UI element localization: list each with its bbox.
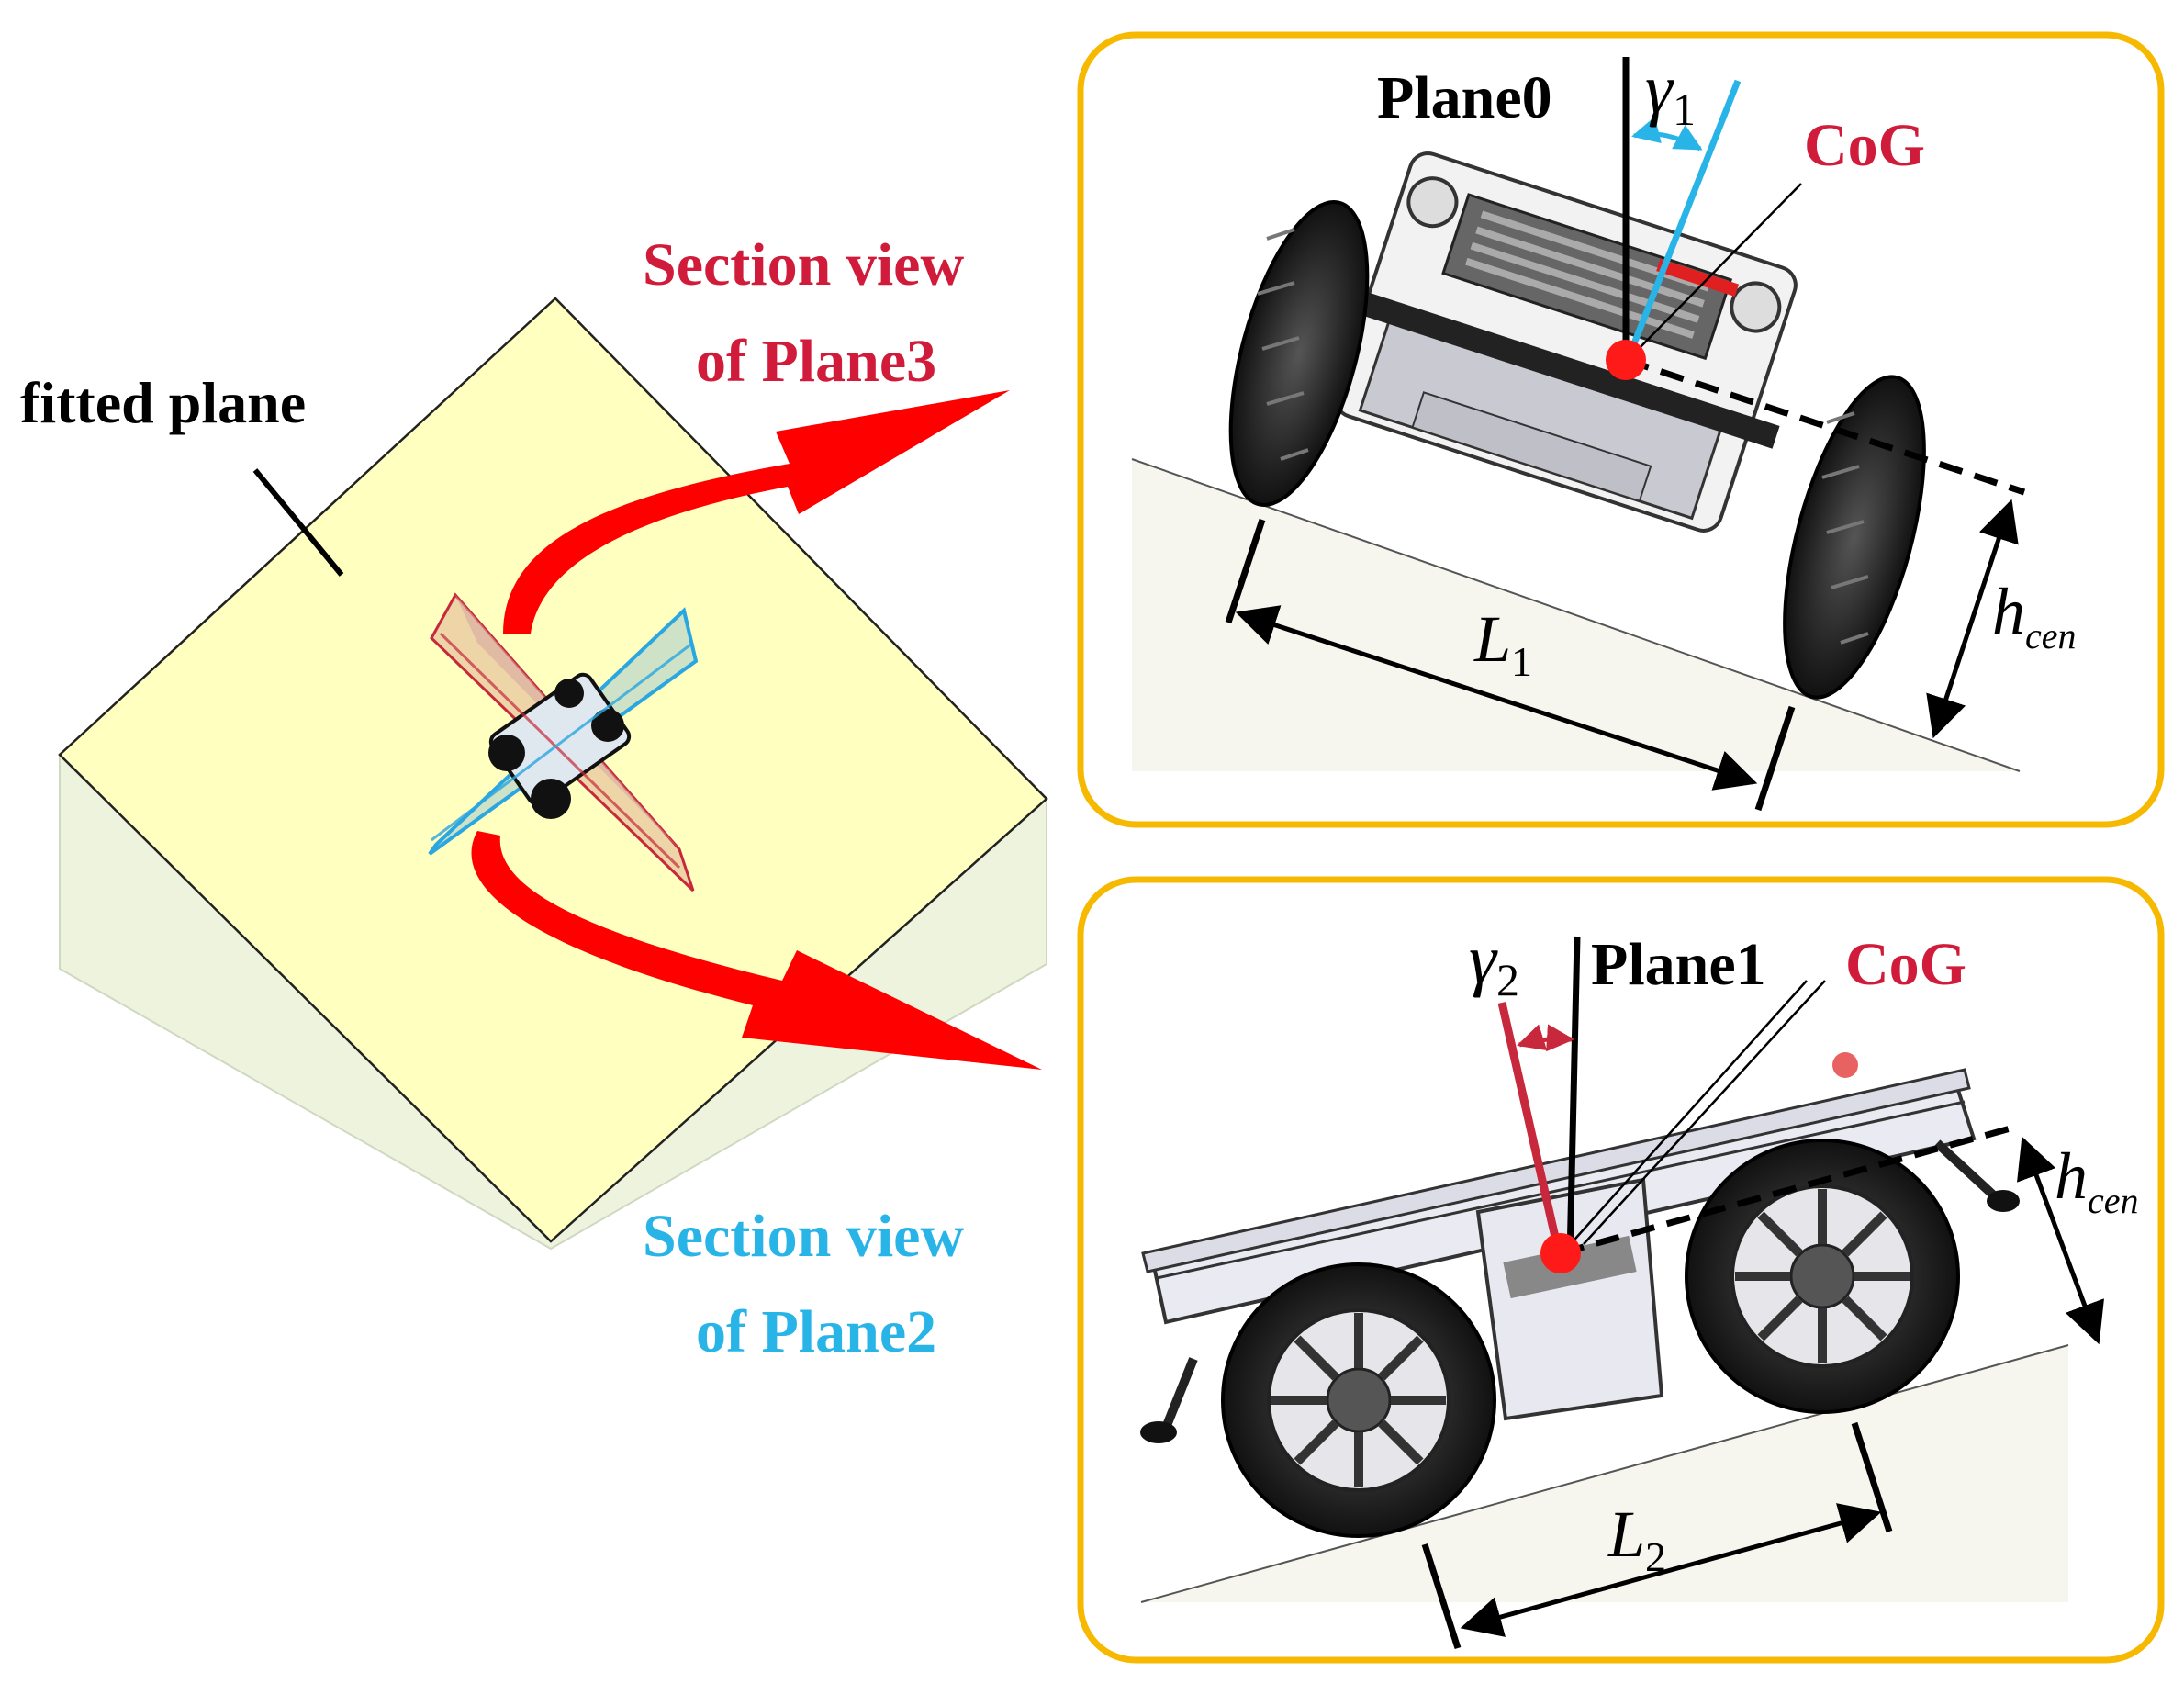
bottom-hcen-dimension-arrow	[2017, 1136, 2104, 1345]
plane1-line	[1566, 936, 1581, 1259]
bottom-slope-line	[1140, 1344, 2069, 1603]
bottom-cog-label: CoG	[1845, 931, 1966, 998]
section-plane2-line1: Section view	[643, 1203, 964, 1270]
bottom-l2-tick-left	[1421, 1543, 1462, 1650]
top-section-panel: Plane0 CoG γ1 L1 hcen	[1077, 31, 2165, 828]
bottom-hcen-label: hcen	[2055, 1139, 2139, 1221]
bottom-section-panel: γ2 Plane1 CoG L2 hcen	[1077, 876, 2165, 1664]
gamma1-label: γ1	[1645, 50, 1696, 135]
section-planes-group	[428, 592, 699, 892]
arrow-to-top-view	[503, 390, 1010, 634]
bottom-cog-leader-1	[1567, 980, 1808, 1248]
gamma1-angle-arc	[1631, 116, 1703, 151]
gamma2-label: γ2	[1469, 921, 1519, 1005]
arrow-to-bottom-view	[471, 831, 1042, 1070]
section-plane2-line2: of Plane2	[696, 1298, 936, 1365]
fitted-plane-label: fitted plane	[20, 370, 306, 435]
bottom-l2-dimension-arrow	[1460, 1503, 1882, 1637]
gamma2-tilt-line	[1497, 1002, 1563, 1254]
l1-label: L1	[1473, 602, 1532, 685]
section-plane3-line1: Section view	[643, 231, 964, 298]
top-center-dashed-line	[1624, 356, 2026, 496]
top-l1-dimension-arrow	[1235, 605, 1758, 791]
bottom-cog-leader-2	[1583, 980, 1826, 1245]
plane0-label: Plane0	[1377, 64, 1552, 131]
side-view-wheels	[1221, 1139, 1960, 1538]
top-l1-tick-left	[1225, 518, 1266, 624]
gamma2-angle-arc	[1517, 1024, 1574, 1052]
top-hcen-label: hcen	[1992, 575, 2077, 656]
bottom-center-dashed-line	[1560, 1123, 2018, 1257]
section-plane3-line2: of Plane3	[696, 328, 936, 395]
bottom-cog-dot	[1540, 1233, 1581, 1273]
robot-front-view-icon	[1228, 151, 1926, 700]
l2-label: L2	[1607, 1498, 1666, 1580]
gamma1-tilt-line	[1624, 79, 1742, 362]
top-cog-leader	[1633, 183, 1802, 354]
top-cog-dot	[1606, 340, 1646, 380]
plane1-label: Plane1	[1591, 931, 1766, 998]
fitted-plane-leader	[252, 468, 344, 577]
bottom-l2-tick-right	[1851, 1421, 1893, 1533]
top-l1-tick-right	[1754, 705, 1796, 812]
top-cog-label: CoG	[1804, 112, 1925, 179]
top-hcen-dimension-arrow	[1926, 499, 2019, 739]
